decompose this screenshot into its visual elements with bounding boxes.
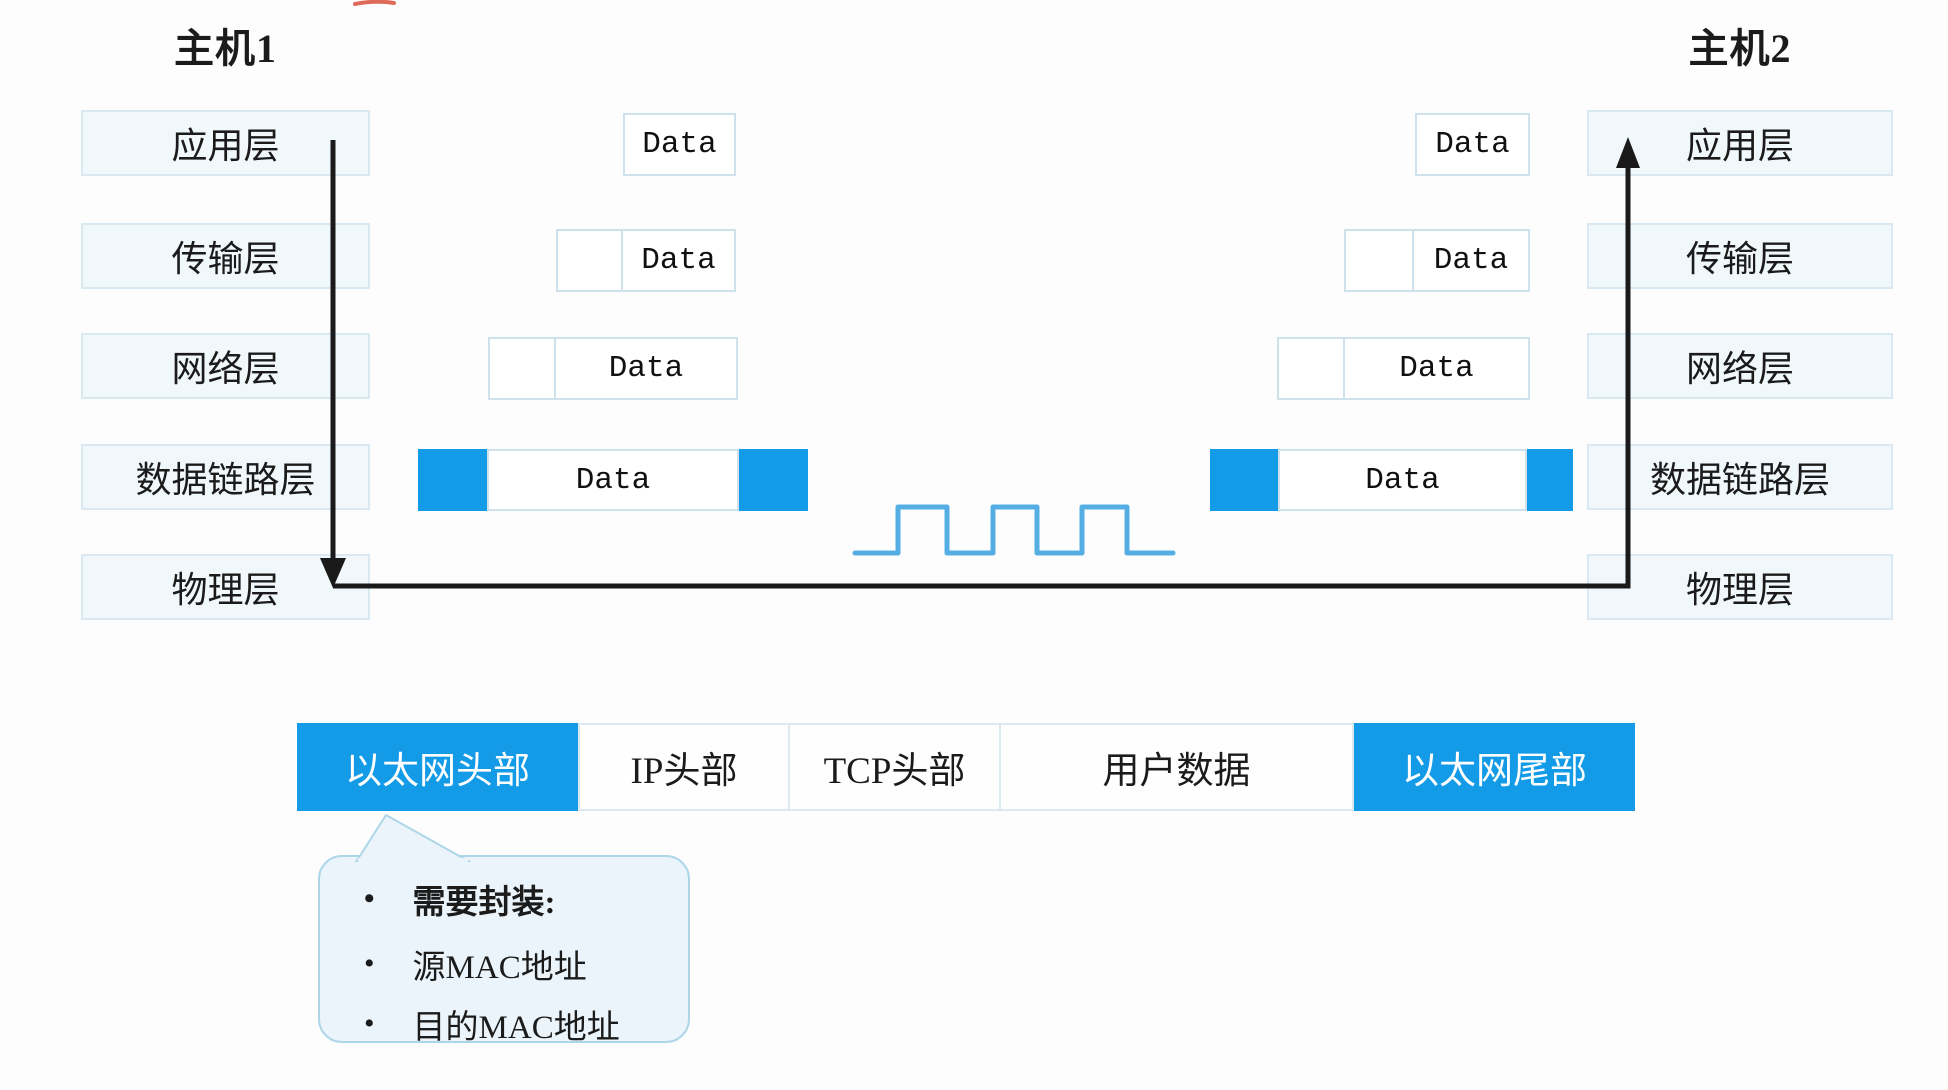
- signal-wave-icon: [852, 504, 1176, 556]
- data-label: Data: [575, 462, 651, 498]
- host2-transport-packet: Data: [1344, 229, 1530, 292]
- data-cell: Data: [623, 113, 736, 176]
- host2-layer-network: 网络层: [1587, 333, 1893, 399]
- bullet-icon: •: [364, 882, 375, 915]
- host2-layer-transport: 传输层: [1587, 223, 1893, 289]
- host1-layer-network: 网络层: [81, 333, 370, 399]
- host1-datalink-frame: Data: [418, 449, 808, 511]
- host1-layer-application: 应用层: [81, 110, 370, 176]
- frame-segment-tcp-header: TCP头部: [790, 723, 1001, 811]
- data-label: Data: [1365, 462, 1440, 498]
- ethernet-header-square: [1210, 449, 1278, 511]
- data-cell: Data: [1278, 449, 1527, 511]
- frame-segment-ip-header: IP头部: [578, 723, 790, 811]
- red-annotation-mark: [353, 0, 396, 6]
- header-cell: [1277, 337, 1345, 400]
- callout-item-label: 目的MAC地址: [412, 1010, 620, 1046]
- frame-structure-bar: 以太网头部 IP头部 TCP头部 用户数据 以太网尾部: [297, 723, 1635, 811]
- frame-segment-ethernet-header: 以太网头部: [297, 723, 578, 811]
- data-cell: Data: [556, 337, 738, 400]
- host1-network-packet: Data: [488, 337, 738, 400]
- data-label: Data: [1399, 351, 1474, 386]
- host2-title: 主机2: [1688, 26, 1792, 71]
- host2-layer-datalink: 数据链路层: [1587, 444, 1893, 510]
- bullet-icon: •: [364, 947, 375, 980]
- data-label: Data: [1435, 127, 1510, 162]
- frame-segment-user-data: 用户数据: [1001, 723, 1354, 811]
- data-cell: Data: [1345, 337, 1530, 400]
- host1-app-packet: Data: [623, 113, 736, 176]
- data-label: Data: [641, 243, 716, 278]
- down-arrowhead-icon: [320, 558, 346, 588]
- host2-datalink-frame: Data: [1210, 449, 1573, 511]
- mac-callout-bubble: • 需要封装: • 源MAC地址 • 目的MAC地址: [318, 855, 690, 1046]
- host1-transport-packet: Data: [556, 229, 736, 292]
- bullet-icon: •: [364, 1007, 375, 1040]
- callout-item: • 目的MAC地址: [364, 1000, 620, 1048]
- host1-title: 主机1: [174, 26, 277, 71]
- ethernet-trailer-square: [739, 449, 808, 511]
- data-label: Data: [608, 351, 684, 386]
- ethernet-header-square: [418, 449, 487, 511]
- data-label: Data: [1433, 243, 1509, 278]
- header-cell: [488, 337, 556, 400]
- callout-item: • 需要封装:: [364, 875, 556, 923]
- host1-layer-datalink: 数据链路层: [81, 444, 370, 510]
- host2-layer-physical: 物理层: [1587, 554, 1893, 620]
- callout-tail: [355, 814, 471, 862]
- physical-link-line: [333, 166, 1631, 589]
- data-cell: Data: [1414, 229, 1530, 292]
- callout-item-label: 源MAC地址: [412, 950, 587, 986]
- header-cell: [1344, 229, 1414, 292]
- ethernet-trailer-square: [1527, 449, 1573, 511]
- host2-network-packet: Data: [1277, 337, 1530, 400]
- frame-segment-ethernet-trailer: 以太网尾部: [1354, 723, 1635, 811]
- data-cell: Data: [487, 449, 739, 511]
- callout-item: • 源MAC地址: [364, 940, 587, 988]
- data-cell: Data: [1415, 113, 1530, 176]
- host1-layer-transport: 传输层: [81, 223, 370, 289]
- data-label: Data: [642, 127, 717, 162]
- up-arrowhead-icon: [1616, 137, 1640, 168]
- callout-item-label: 需要封装:: [412, 885, 556, 921]
- host2-app-packet: Data: [1415, 113, 1530, 176]
- data-cell: Data: [623, 229, 736, 292]
- header-cell: [556, 229, 623, 292]
